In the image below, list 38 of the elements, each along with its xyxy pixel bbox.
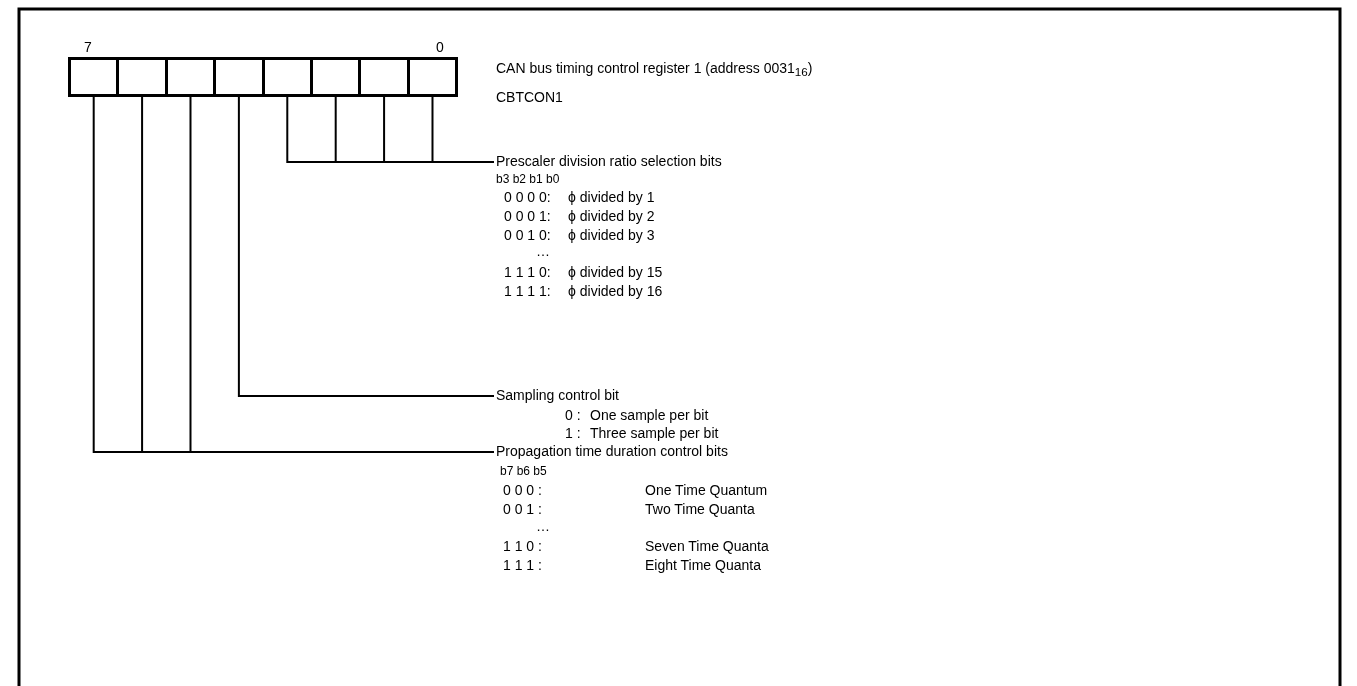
bit-number: 0 bbox=[436, 40, 444, 56]
bit-value: 1 1 1 : bbox=[503, 558, 542, 574]
value-description: One Time Quantum bbox=[645, 483, 768, 499]
connector-line bbox=[431, 96, 495, 163]
column-header: b3 b2 b1 b0 bbox=[496, 173, 560, 187]
register-name: CBTCON1 bbox=[496, 90, 563, 106]
bit-value: 0 0 0 : bbox=[503, 483, 542, 499]
value-description: Seven Time Quanta bbox=[645, 539, 769, 555]
field-description: Prescaler division ratio selection bits bbox=[496, 154, 722, 170]
value-description: ϕ divided by 15 bbox=[568, 265, 663, 281]
register-bit-cell bbox=[213, 57, 265, 97]
value-description: One sample per bit bbox=[590, 408, 709, 424]
value-description: ϕ divided by 2 bbox=[568, 209, 655, 225]
bit-value: 0 : bbox=[565, 408, 581, 424]
bit-value: 0 0 1 : bbox=[503, 502, 542, 518]
bit-value: 0 0 0 0: bbox=[504, 190, 551, 206]
value-description: ϕ divided by 3 bbox=[568, 228, 655, 244]
value-description: Three sample per bit bbox=[590, 426, 719, 442]
field-description: Sampling control bit bbox=[496, 388, 619, 404]
bit-value: 0 0 1 0: bbox=[504, 228, 551, 244]
ellipsis: … bbox=[536, 519, 550, 535]
value-description: Two Time Quanta bbox=[645, 502, 755, 518]
value-description: Eight Time Quanta bbox=[645, 558, 761, 574]
bit-value: 1 1 0 : bbox=[503, 539, 542, 555]
bit-value: 1 : bbox=[565, 426, 581, 442]
field-description: Propagation time duration control bits bbox=[496, 444, 728, 460]
register-title: CAN bus timing control register 1 (address 0031$_{16}$) bbox=[496, 60, 813, 80]
bit-value: 1 1 1 1: bbox=[504, 284, 551, 300]
bit-value: 0 0 0 1: bbox=[504, 209, 551, 225]
value-description: ϕ divided by 1 bbox=[568, 190, 655, 206]
connector-line bbox=[237, 96, 495, 397]
register-bit-cell bbox=[116, 57, 168, 97]
value-description: ϕ divided by 16 bbox=[568, 284, 663, 300]
ellipsis: … bbox=[536, 244, 550, 260]
column-header: b7 b6 b5 bbox=[500, 465, 547, 479]
register-bit-cell bbox=[358, 57, 410, 97]
bit-number: 7 bbox=[84, 40, 92, 56]
bit-value: 1 1 1 0: bbox=[504, 265, 551, 281]
